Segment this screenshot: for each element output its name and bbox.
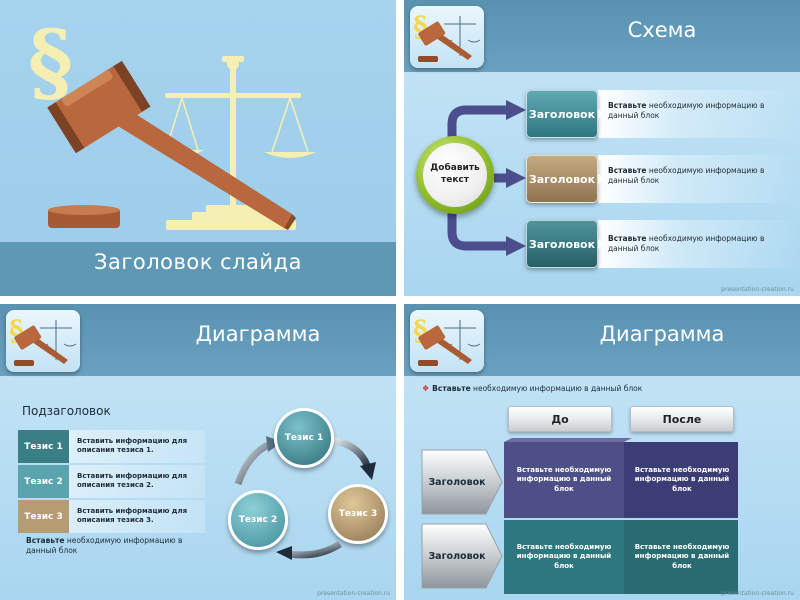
slide-title: Схема	[627, 18, 697, 42]
scheme-box-1[interactable]: Заголовок	[526, 90, 598, 138]
note-text[interactable]: Вставьте необходимую информацию в данный…	[26, 536, 183, 556]
scheme-text-2[interactable]: Вставьте необходимую информацию в данный…	[608, 166, 765, 186]
after-text-1[interactable]: Вставьте необходимую информацию в данный…	[634, 465, 730, 493]
thesis-desc-1[interactable]: Вставить информацию для описания тезиса …	[77, 437, 188, 455]
cycle-node-2[interactable]: Тезис 2	[228, 490, 288, 550]
scheme-text-1[interactable]: Вставьте необходимую информацию в данный…	[608, 101, 765, 121]
scales-icon	[160, 56, 316, 230]
row-label-2[interactable]: Заголовок	[428, 551, 486, 562]
before-cell-2	[504, 520, 624, 594]
slide-title: Заголовок слайда	[94, 250, 302, 274]
slide-title: Диаграмма	[599, 322, 725, 346]
cycle-node-1[interactable]: Тезис 1	[274, 408, 334, 468]
after-cell-1	[624, 442, 738, 518]
slide-1[interactable]: §	[0, 0, 396, 296]
thesis-desc-2[interactable]: Вставить информацию для описания тезиса …	[77, 472, 188, 490]
thesis-desc-3[interactable]: Вставить информацию для описания тезиса …	[77, 507, 188, 525]
flow-arrows	[447, 100, 526, 256]
gavel-icon	[14, 325, 68, 366]
info-band-2	[598, 155, 800, 203]
thumbnail-logo: §	[6, 310, 80, 372]
footer-text: presentation-creation.ru	[317, 590, 390, 597]
pointer-tip	[598, 109, 604, 119]
gavel-icon	[418, 325, 472, 366]
diamond-bullet-icon: ❖	[422, 384, 430, 393]
slide-4[interactable]: § Диаграмма ❖Вставьте необходимую информ…	[404, 304, 800, 600]
after-text-2[interactable]: Вставьте необходимую информацию в данный…	[634, 542, 730, 570]
comparison-grid	[421, 438, 738, 594]
after-header[interactable]: После	[630, 406, 734, 432]
cycle-node-3[interactable]: Тезис 3	[328, 484, 388, 544]
thumbnail-logo: §	[410, 310, 484, 372]
center-text[interactable]: Добавить текст	[423, 143, 487, 207]
before-cell-1	[504, 442, 624, 518]
slide-2[interactable]: § Схема Добавить текст Заголовок Загол	[404, 0, 800, 296]
after-cell-2	[624, 520, 738, 594]
pointer-tip	[598, 174, 604, 184]
info-band-1	[598, 90, 800, 138]
gavel-icon	[47, 60, 296, 230]
thumbnail-logo: §	[410, 6, 484, 68]
footer-text: presentation-creation.ru	[721, 286, 794, 293]
cycle-arrows	[234, 436, 376, 560]
title-band	[0, 242, 396, 296]
slide-title: Диаграмма	[195, 322, 321, 346]
scheme-box-3[interactable]: Заголовок	[526, 220, 598, 268]
thesis-label-3[interactable]: Тезис 3	[18, 500, 69, 533]
info-band-3	[598, 220, 800, 268]
scheme-text-3[interactable]: Вставьте необходимую информацию в данный…	[608, 234, 765, 254]
gavel-icon	[418, 21, 472, 62]
subtitle: Подзаголовок	[22, 404, 111, 418]
bullet-line[interactable]: ❖Вставьте необходимую информацию в данны…	[422, 384, 643, 393]
footer-text: presentation-creation.ru	[721, 590, 794, 597]
scheme-box-2[interactable]: Заголовок	[526, 155, 598, 203]
thesis-label-1[interactable]: Тезис 1	[18, 430, 69, 463]
before-text-1[interactable]: Вставьте необходимую информацию в данный…	[516, 465, 612, 493]
pointer-tip	[598, 239, 604, 249]
row-arrow-1	[421, 449, 503, 515]
title-illustration: §	[28, 12, 316, 230]
slide-3[interactable]: § Диаграмма Подзаголовок Тезис 1 Тезис 2…	[0, 304, 396, 600]
row-arrow-2	[421, 523, 503, 589]
before-text-2[interactable]: Вставьте необходимую информацию в данный…	[516, 542, 612, 570]
thesis-label-2[interactable]: Тезис 2	[18, 465, 69, 498]
before-header[interactable]: До	[508, 406, 612, 432]
row-label-1[interactable]: Заголовок	[428, 477, 486, 488]
